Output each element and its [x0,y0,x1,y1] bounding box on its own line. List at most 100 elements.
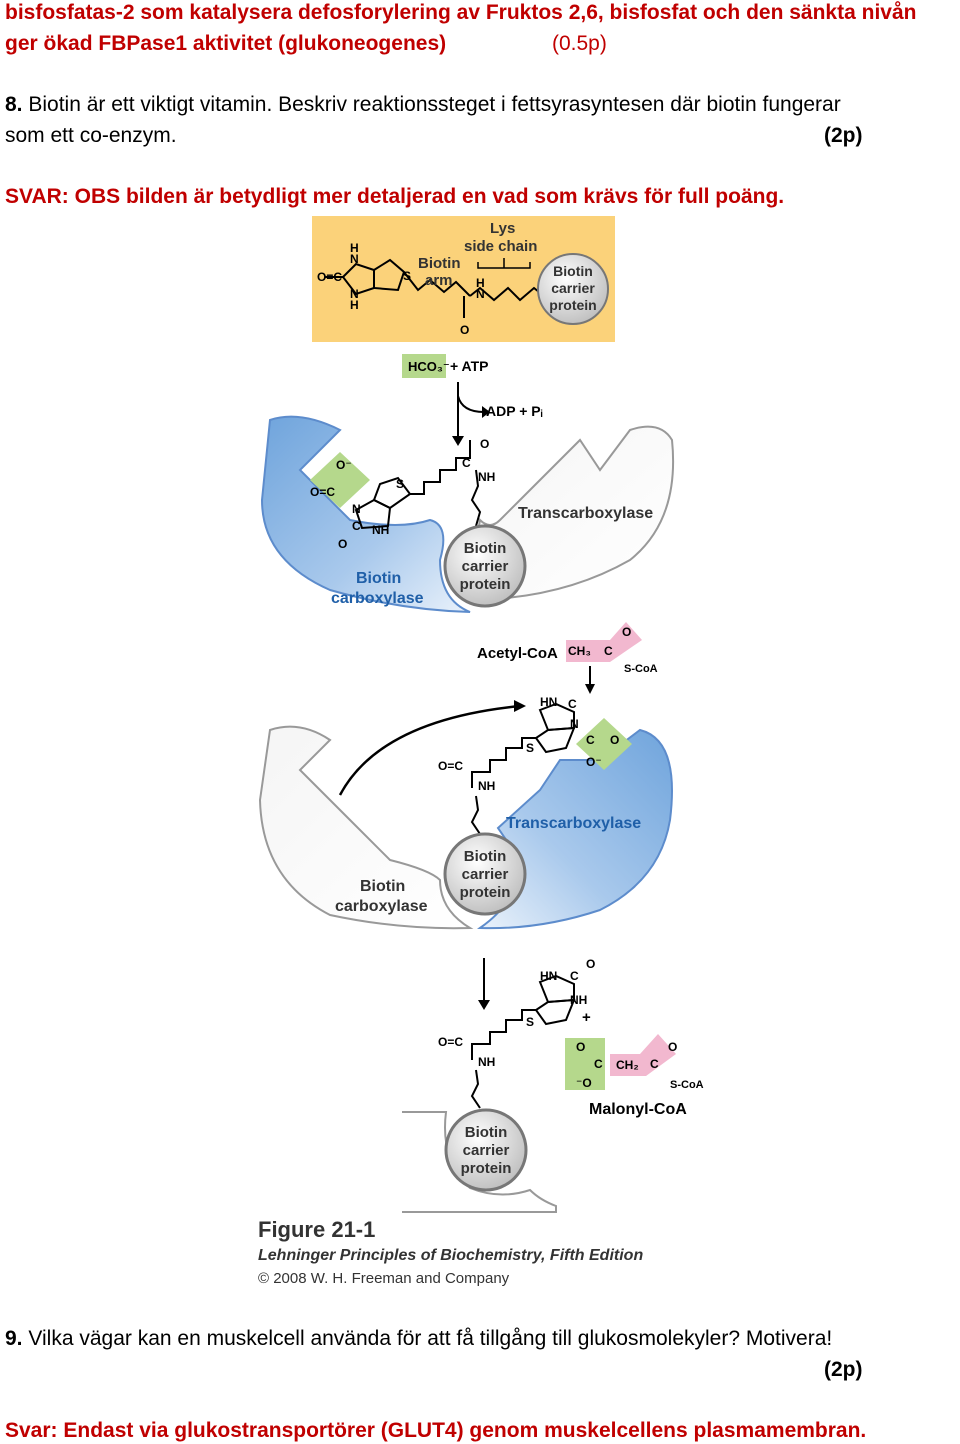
bcp2-label3: protein [460,884,511,901]
atom-oc1: O=C [310,485,335,499]
atom-oc3: O=C [438,1035,463,1049]
atom-c2b: C [586,733,595,747]
atom-c3: C [570,969,579,983]
atom-o4c: O [668,1040,677,1054]
atom-nh1: NH [372,523,389,537]
q9-text1: Vilka vägar kan en muskelcell använda fö… [28,1327,833,1350]
swing-arrow [338,704,521,796]
bcp1-label3: protein [460,576,511,593]
atom-nh-top1: NH [478,470,495,484]
inset-atom-s: S [403,269,411,283]
bcp-circle-2 [443,832,527,916]
q9-answer: Svar: Endast via glukostransportörer (GL… [5,1419,867,1442]
atom-o1b: O [338,537,347,551]
adp-branch [457,395,485,413]
arrowhead-1 [452,436,464,446]
ch2-label: CH₂ [616,1058,639,1072]
atom-c2: C [568,697,577,711]
atom-s1: S [396,477,404,491]
bcp-circle-1 [443,524,527,608]
transcarboxylase-label-1: Transcarboxylase [518,505,653,522]
malonyl-coa-label: Malonyl-CoA [589,1101,687,1118]
inset-atom-oc: O=C [317,270,342,284]
inset-atom-n2: N [350,287,359,301]
atom-hn3: HN [540,969,557,983]
bcp1-label1: Biotin [464,540,507,557]
q8-points: (2p) [824,124,863,147]
bcp2-label1: Biotin [464,848,507,865]
atom-c4b: C [650,1057,659,1071]
q8-answer: SVAR: OBS bilden är betydligt mer detalj… [5,185,785,208]
atom-n1: N [352,502,361,516]
caption-title: Figure 21-1 [258,1217,375,1242]
inset-atom-h2: H [350,298,359,312]
inset-bcp-label2: carrier [551,280,595,296]
inset-bcp-circle [537,253,609,325]
inset-lys-bracket [477,258,531,269]
ch3-label: CH₃ [568,644,591,658]
biotin-carboxylase-label1-1: Biotin [356,570,401,587]
prev-answer-line2: ger ökad FBPase1 aktivitet (glukoneogene… [5,32,447,55]
inset-atom-h3: H [476,276,485,290]
inset-biotin-structure [325,258,545,318]
inset-bcp-label3: protein [549,297,596,313]
atom-o4b: ⁻O [576,1076,592,1090]
inset-atom-o: O [460,323,469,337]
q9-line1: 9. Vilka vägar kan en muskelcell använda… [5,1326,832,1352]
q9-points: (2p) [824,1358,863,1381]
pink-malonyl [610,1034,676,1076]
arrowhead-3 [478,1000,490,1010]
adp-label: ADP + Pᵢ [486,403,543,419]
atom-hn2: HN [540,695,557,709]
q8-text1: Biotin är ett viktigt vitamin. Beskriv r… [28,93,841,116]
inset-arm-label1: Biotin [418,255,461,272]
atom-nh2: NH [478,779,495,793]
q8-line2: som ett co-enzym. [5,124,177,147]
green-carboxyl-2 [576,718,632,770]
acetyl-o: O [622,625,631,639]
atom-s2: S [526,741,534,755]
atom-c1: C [352,519,361,533]
atom-c-top1: C [462,456,471,470]
pink-acetyl [566,622,642,662]
atom-o4: O [576,1040,585,1054]
bcp3-label3: protein [461,1160,512,1177]
biotin-ring-1 [354,440,482,530]
inset-lys-label2: side chain [464,238,537,255]
atom-nh3: NH [570,993,587,1007]
atom-o-top1: O [480,437,489,451]
biotin-carboxylase-label2-2: carboxylase [335,898,428,915]
transcarboxylase-body-2 [476,728,673,930]
atom-oc2: O=C [438,759,463,773]
biotin-carboxylase-label1-2: Biotin [360,878,405,895]
atom-o2b: O⁻ [586,755,602,769]
biotin-ring-3 [470,974,576,1109]
prev-answer-line1: bisfosfatas-2 som katalysera defosforyle… [5,1,917,24]
atom-o2: O [610,733,619,747]
caption-book: Lehninger Principles of Biochemistry, Fi… [258,1247,643,1264]
hco3-label: HCO₃⁻ [408,359,450,374]
atom-nh3b: NH [478,1055,495,1069]
inset-arm-label2: arm [425,272,453,289]
bcp1-label2: carrier [462,558,509,575]
atp-label: + ATP [450,358,489,374]
prev-answer-points: (0.5p) [552,32,607,55]
atom-c4: C [594,1057,603,1071]
bcp2-label2: carrier [462,866,509,883]
inset-lys-label1: Lys [490,220,515,237]
inset-atom-h: H [350,241,359,255]
atom-s3: S [526,1015,534,1029]
biotin-carboxylase-body-2 [258,725,474,930]
inset-bcp-label1: Biotin [553,263,593,279]
plus-sign: + [582,1009,591,1026]
atom-o3: O [586,957,595,971]
atom-o1: O⁻ [336,458,352,472]
hco3-box [402,354,446,378]
atom-n2: N [570,717,579,731]
bcp3-label2: carrier [463,1142,510,1159]
q8-number: 8. [5,93,23,116]
arrowhead-adp [482,406,490,418]
bcp-circle-3 [444,1108,528,1192]
acetyl-c: C [604,644,613,658]
